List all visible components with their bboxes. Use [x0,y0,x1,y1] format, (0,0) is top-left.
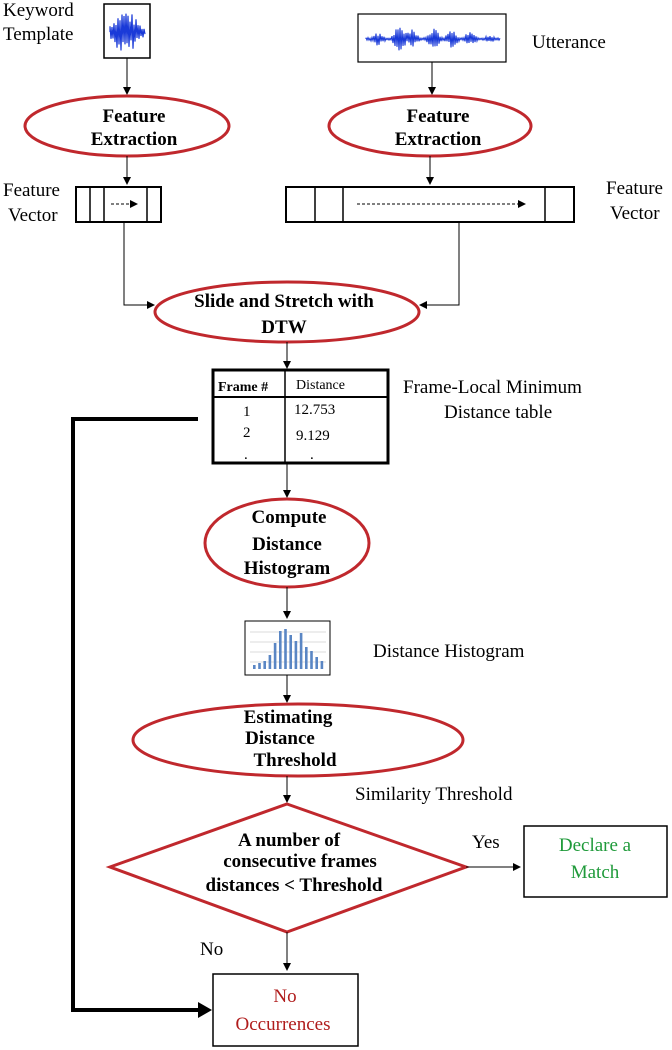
feature-vector-right-label-line2: Vector [610,203,660,224]
feature-extraction-right: Feature Extraction [327,94,533,158]
svg-text:Declare a: Declare a [559,835,632,856]
svg-text:Distance: Distance [245,728,315,749]
keyword-template-label-line1: Keyword [3,0,74,21]
compute-distance-histogram: Compute Distance Histogram [203,497,371,589]
table-row3-frame: . [244,447,248,463]
decision-diamond: A number of consecutive frames distances… [105,802,471,934]
yes-label: Yes [472,832,500,853]
table-header-frame: Frame # [218,380,268,395]
no-label: No [200,939,223,960]
feature-vector-left [75,186,162,223]
histogram-bar [299,633,303,669]
slide-and-stretch-dtw: Slide and Stretch with DTW [153,280,421,344]
declare-match-box: Declare a Match [523,825,668,898]
feature-extraction-left: Feature Extraction [23,94,231,158]
utterance-waveform [357,13,507,63]
histogram-bar [310,651,313,669]
svg-text:Extraction: Extraction [395,129,482,150]
keyword-template-label-line2: Template [3,24,73,45]
svg-text:Distance: Distance [252,534,322,555]
svg-text:Compute: Compute [252,507,327,528]
histogram-bar [320,661,324,669]
table-header-distance: Distance [296,378,345,393]
table-row2-frame: 2 [243,425,251,441]
distance-histogram-thumbnail [244,620,331,676]
estimating-distance-threshold: Estimating Distance Threshold [131,702,465,778]
svg-text:Feature: Feature [103,106,166,127]
svg-text:Threshold: Threshold [253,750,337,771]
svg-text:DTW: DTW [261,317,306,338]
feature-vector-left-label-line1: Feature [3,180,60,201]
svg-text:Estimating: Estimating [244,707,333,728]
no-occurrences-box: No Occurrences [212,973,359,1047]
histogram-bar [258,663,261,669]
svg-text:Match: Match [571,862,620,883]
histogram-bar [253,665,256,669]
histogram-bar [315,657,318,669]
table-row1-distance: 12.753 [294,402,335,418]
histogram-bar [289,635,292,669]
table-row2-distance: 9.129 [296,428,330,444]
table-row1-frame: 1 [243,404,251,420]
utterance-label: Utterance [532,32,606,53]
table-row3-distance: . [310,447,314,463]
feature-vector-right [285,186,575,223]
histogram-bar [305,647,308,669]
arrow-vector-left-to-dtw [123,222,155,309]
histogram-bar [273,643,277,669]
svg-text:distances < Threshold: distances < Threshold [206,875,383,896]
arrow-table-to-no-occurrences [71,417,198,1012]
table-caption-line2: Distance table [444,402,552,423]
similarity-threshold-label: Similarity Threshold [355,784,513,805]
svg-text:Extraction: Extraction [91,129,178,150]
svg-text:Histogram: Histogram [244,558,331,579]
feature-vector-left-label-line2: Vector [8,205,58,226]
arrow-head-no-occurrences [198,1002,212,1018]
keyword-waveform [103,3,151,59]
svg-text:Feature: Feature [407,106,470,127]
svg-text:consecutive frames: consecutive frames [223,851,377,872]
histogram-bar [279,631,282,669]
histogram-caption: Distance Histogram [373,641,525,662]
svg-text:Slide and Stretch with: Slide and Stretch with [194,291,374,312]
histogram-bar [294,641,298,669]
svg-text:Occurrences: Occurrences [236,1014,331,1035]
feature-vector-right-label-line1: Feature [606,178,663,199]
svg-text:No: No [273,986,296,1007]
histogram-bar [284,629,287,669]
table-caption-line1: Frame-Local Minimum [403,377,582,398]
histogram-bar [263,661,266,669]
svg-text:A number of: A number of [238,830,341,851]
distance-table: Frame # Distance 1 12.753 2 9.129 . . [211,368,390,465]
arrow-vector-right-to-dtw [419,222,460,309]
histogram-bar [268,655,272,669]
